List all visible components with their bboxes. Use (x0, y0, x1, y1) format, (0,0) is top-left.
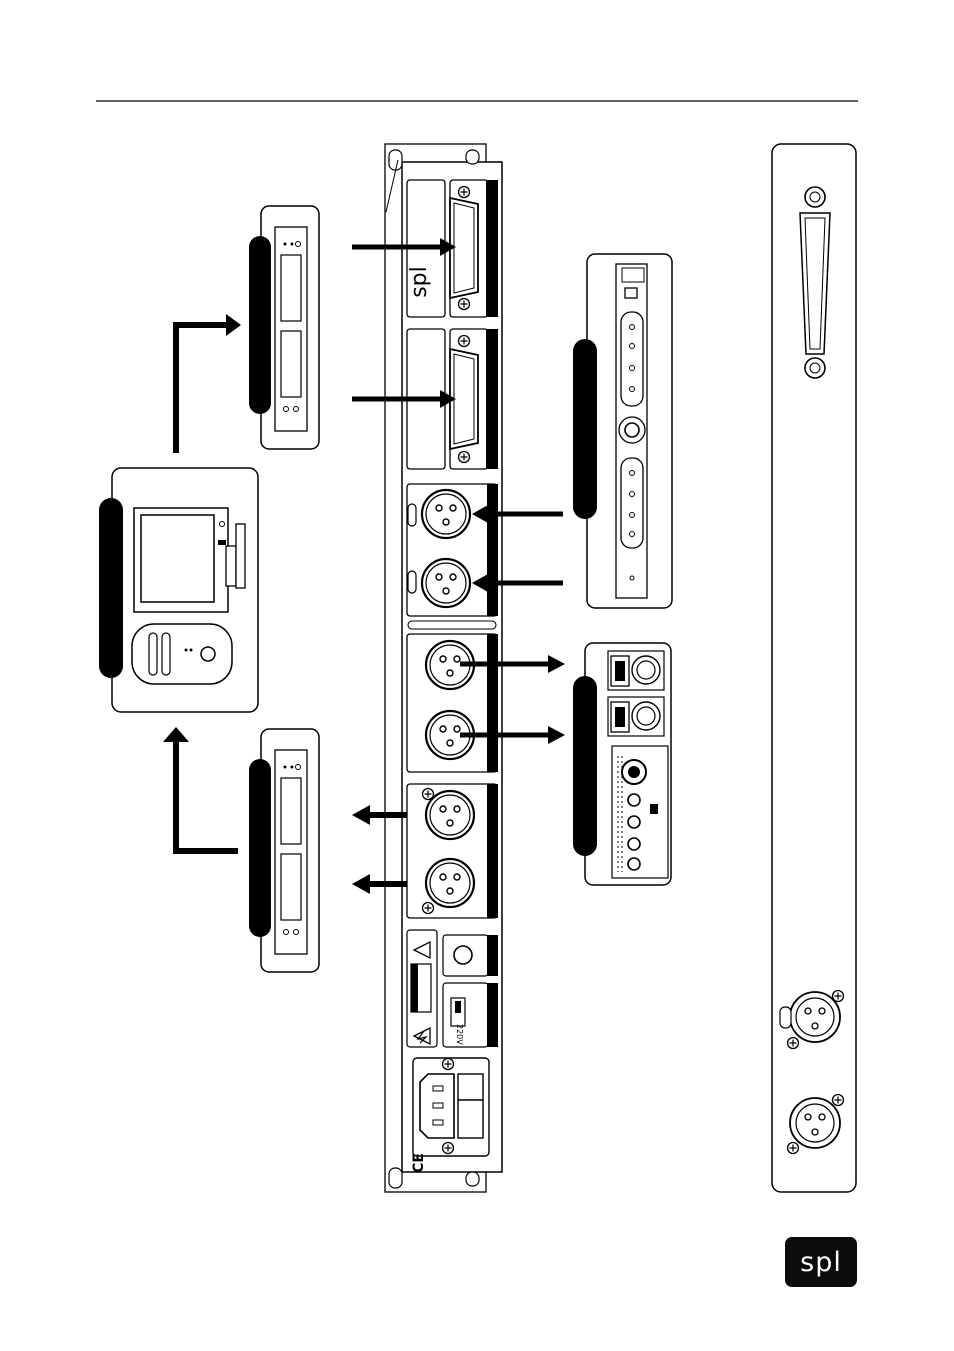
rear-panel: spl (385, 144, 502, 1192)
panel-brand-logo: spl (407, 266, 432, 298)
computer-workstation (99, 468, 258, 712)
spl-logo-text: spl (800, 1247, 842, 1278)
monitor-controller (573, 643, 671, 885)
recorder-top (249, 206, 319, 449)
side-panel (772, 144, 856, 1192)
xlr-output-section (407, 634, 498, 772)
preamp-unit (573, 254, 672, 608)
spl-logo-badge: spl (785, 1237, 857, 1287)
warning-label-area (407, 930, 437, 1047)
ce-mark: CE (411, 1153, 427, 1173)
xlr-output-section-2 (407, 784, 498, 918)
iec-power-inlet-icon (413, 1058, 489, 1156)
voltage-selector: 220V (443, 983, 498, 1047)
voltage-label: 220V (455, 1024, 464, 1045)
d-sub-connector-icon (800, 213, 830, 354)
xlr-input-section (407, 484, 498, 616)
ground-jack (443, 935, 498, 976)
recorder-bottom (249, 729, 319, 972)
